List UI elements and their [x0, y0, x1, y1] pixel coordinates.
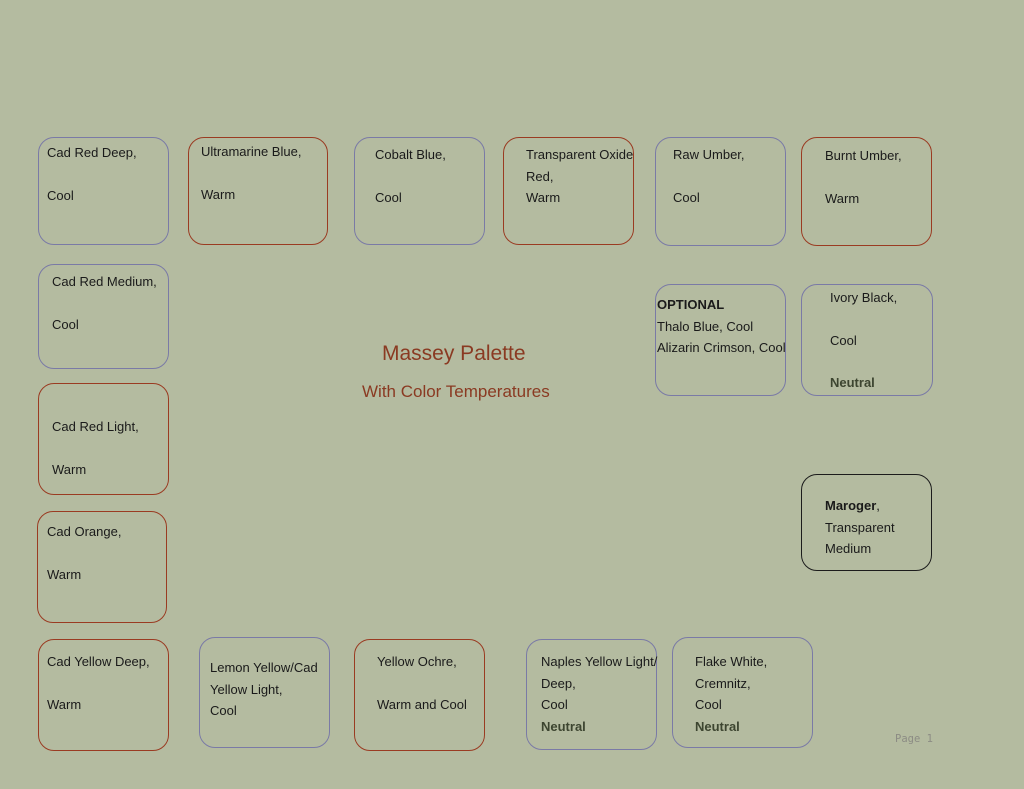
swatch-name-line-1: Naples Yellow Light/: [541, 654, 658, 669]
swatch-temperature: Cool: [47, 187, 74, 203]
swatch-cad-red-light: Cad Red Light, Warm: [38, 383, 169, 495]
swatch-name: Yellow Ochre,: [377, 654, 457, 669]
swatch-optional: OPTIONAL Thalo Blue, Cool Alizarin Crims…: [655, 284, 786, 396]
swatch-name: Cobalt Blue,: [375, 147, 446, 162]
swatch-cad-orange: Cad Orange, Warm: [37, 511, 167, 623]
swatch-lemon-yellow-cad-yellow-light: Lemon Yellow/Cad Yellow Light, Cool: [199, 637, 330, 748]
swatch-cobalt-blue: Cobalt Blue, Cool: [354, 137, 485, 245]
swatch-name: Cad Orange,: [47, 524, 122, 539]
swatch-temperature: Warm and Cool: [377, 696, 467, 712]
swatch-neutral-note: Neutral: [695, 718, 740, 734]
swatch-name-line-2: Cremnitz,: [695, 675, 751, 691]
swatch-cad-red-medium: Cad Red Medium, Cool: [38, 264, 169, 369]
swatch-temperature: Warm: [47, 566, 82, 582]
swatch-name: Raw Umber,: [673, 147, 745, 162]
page-number: Page 1: [895, 733, 933, 745]
swatch-temperature: Cool: [541, 697, 568, 712]
swatch-temperature: Cool: [210, 703, 237, 718]
swatch-name-line-2: Red,: [526, 168, 554, 184]
swatch-neutral-note: Neutral: [830, 375, 875, 390]
swatch-temperature: Warm: [47, 696, 82, 712]
page-subtitle: With Color Temperatures: [362, 382, 550, 401]
swatch-temperature: Cool: [52, 316, 79, 332]
swatch-cad-red-deep: Cad Red Deep, Cool: [38, 137, 169, 245]
swatch-name-line-2: Deep,: [541, 675, 576, 691]
swatch-temperature: Warm: [52, 461, 87, 477]
swatch-transparent-oxide-red: Transparent Oxide Red, Warm: [503, 137, 634, 245]
swatch-yellow-ochre: Yellow Ochre, Warm and Cool: [354, 639, 485, 751]
swatch-temperature: Cool: [375, 189, 402, 205]
swatch-neutral-note: Neutral: [541, 718, 586, 734]
swatch-name-line-1: Transparent Oxide: [526, 147, 634, 162]
swatch-name-line-1: Flake White,: [695, 654, 768, 669]
swatch-burnt-umber: Burnt Umber, Warm: [801, 137, 932, 246]
swatch-name: Cad Yellow Deep,: [47, 654, 150, 669]
swatch-naples-yellow: Naples Yellow Light/ Deep, Cool Neutral: [526, 639, 657, 750]
swatch-temperature: Warm: [825, 190, 860, 206]
swatch-name: Cad Red Deep,: [47, 145, 137, 160]
swatch-ivory-black: Ivory Black, Cool Neutral: [801, 284, 933, 396]
page-title: Massey Palette: [382, 342, 526, 365]
swatch-name: Ultramarine Blue,: [201, 144, 302, 159]
swatch-flake-white: Flake White, Cremnitz, Cool Neutral: [672, 637, 813, 748]
swatch-maroger-medium: Maroger, Transparent Medium: [801, 474, 932, 571]
swatch-temperature: Cool: [695, 697, 722, 712]
optional-heading: OPTIONAL: [657, 297, 725, 312]
swatch-name-bold: Maroger: [825, 498, 877, 513]
swatch-ultramarine-blue: Ultramarine Blue, Warm: [188, 137, 328, 245]
swatch-temperature: Cool: [673, 189, 700, 205]
swatch-line-2: Transparent: [825, 519, 895, 535]
swatch-name: Ivory Black,: [830, 290, 898, 305]
optional-item-thalo-blue: Thalo Blue, Cool: [657, 318, 754, 334]
swatch-raw-umber: Raw Umber, Cool: [655, 137, 786, 246]
swatch-cad-yellow-deep: Cad Yellow Deep, Warm: [38, 639, 169, 751]
swatch-name-comma: ,: [876, 498, 880, 513]
swatch-line-3: Medium: [825, 541, 872, 556]
swatch-temperature: Warm: [526, 190, 561, 205]
swatch-name-line-2: Yellow Light,: [210, 681, 283, 697]
swatch-name: Burnt Umber,: [825, 148, 902, 163]
swatch-name: Cad Red Medium,: [52, 274, 157, 289]
optional-item-alizarin-crimson: Alizarin Crimson, Cool: [657, 340, 786, 355]
swatch-name: Cad Red Light,: [52, 419, 139, 434]
swatch-name-line-1: Lemon Yellow/Cad: [210, 660, 318, 675]
swatch-temperature: Warm: [201, 186, 236, 202]
swatch-temperature: Cool: [830, 332, 857, 348]
